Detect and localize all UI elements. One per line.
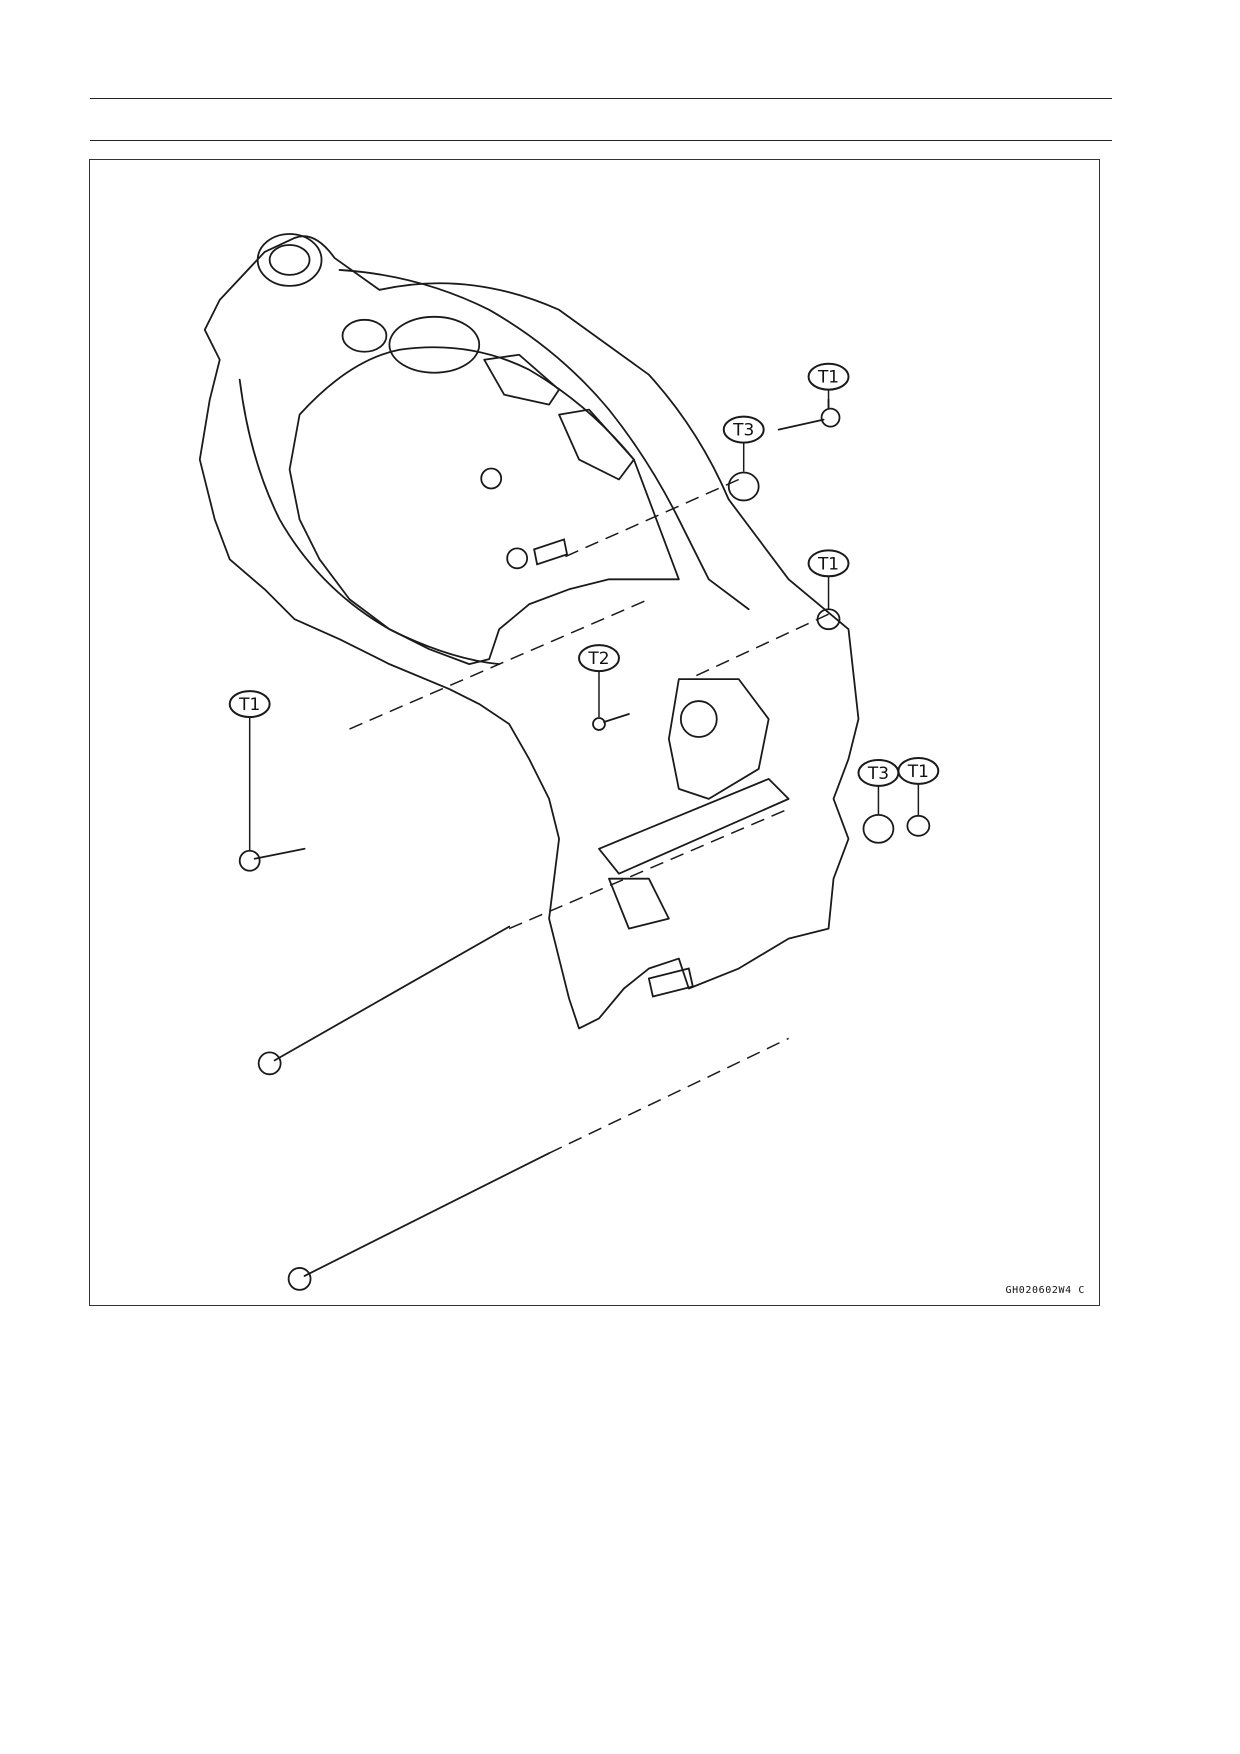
long-bolt-lower — [303, 1152, 550, 1277]
axis-long-lower — [548, 1037, 789, 1154]
nut-top-center — [480, 467, 503, 490]
frame-outer-outline — [198, 235, 860, 1030]
bolt-left-head — [238, 849, 261, 872]
long-bolt-lower-head — [287, 1267, 312, 1291]
collar-upper — [727, 471, 760, 502]
header-rule-top — [90, 98, 1112, 99]
header-rule-bottom — [90, 140, 1112, 141]
axis-right-mount — [688, 613, 829, 680]
frame-hole-large — [388, 315, 481, 374]
steering-head-inner — [268, 244, 311, 276]
long-bolt-upper-head — [257, 1051, 282, 1076]
callout-label-t1-mid-right: T1 — [817, 553, 839, 573]
engine-mount-boss — [679, 700, 718, 738]
frame-hole-small — [341, 318, 388, 353]
bolt-t2-shaft — [603, 713, 630, 723]
frame-side-plate-mid — [558, 408, 635, 481]
callout-label-t1-left: T1 — [238, 694, 260, 714]
axis-long-upper — [508, 808, 789, 930]
callout-label-t1-far-right: T1 — [907, 761, 929, 781]
bolt-t2-head — [592, 717, 606, 731]
frame-left-spar — [238, 378, 501, 666]
callout-label-t1-upper-right: T1 — [817, 367, 839, 387]
frame-side-plate-upper — [483, 353, 560, 406]
long-bolt-upper — [273, 925, 511, 1062]
callout-label-t3-upper: T3 — [732, 420, 754, 440]
callout-bubble-t1-mid-right — [807, 549, 850, 578]
bolt-upper-right-head — [820, 407, 841, 428]
spacer-center — [533, 538, 569, 566]
nut-far-right — [906, 814, 931, 837]
steering-head — [256, 233, 323, 287]
pivot-lower-bracket — [608, 877, 670, 930]
bolt-upper-right-shaft — [777, 418, 825, 431]
axis-upper-mount — [558, 478, 740, 561]
callout-label-t2-center: T2 — [587, 648, 609, 668]
engine-mount-block — [667, 678, 770, 800]
frame-right-spar — [338, 269, 750, 611]
figure-code: GH020602W4 C — [1005, 1285, 1085, 1296]
bolt-left-shaft — [253, 847, 306, 860]
frame-inner-opening — [288, 346, 680, 666]
spacer-lower — [647, 967, 694, 998]
pivot-crossmember — [598, 778, 790, 875]
callout-label-t3-lower: T3 — [867, 763, 889, 783]
collar-lower — [862, 813, 895, 844]
callout-bubble-t2-center — [578, 644, 620, 673]
axis-left-mount — [349, 598, 650, 730]
frame-illustration: T1 T3 T1 T2 T1 T3 T1 — [198, 233, 940, 1291]
nut-center — [506, 547, 529, 570]
frame-diagram-figure: T1 T3 T1 T2 T1 T3 T1 GH020602W4 C — [89, 159, 1100, 1306]
